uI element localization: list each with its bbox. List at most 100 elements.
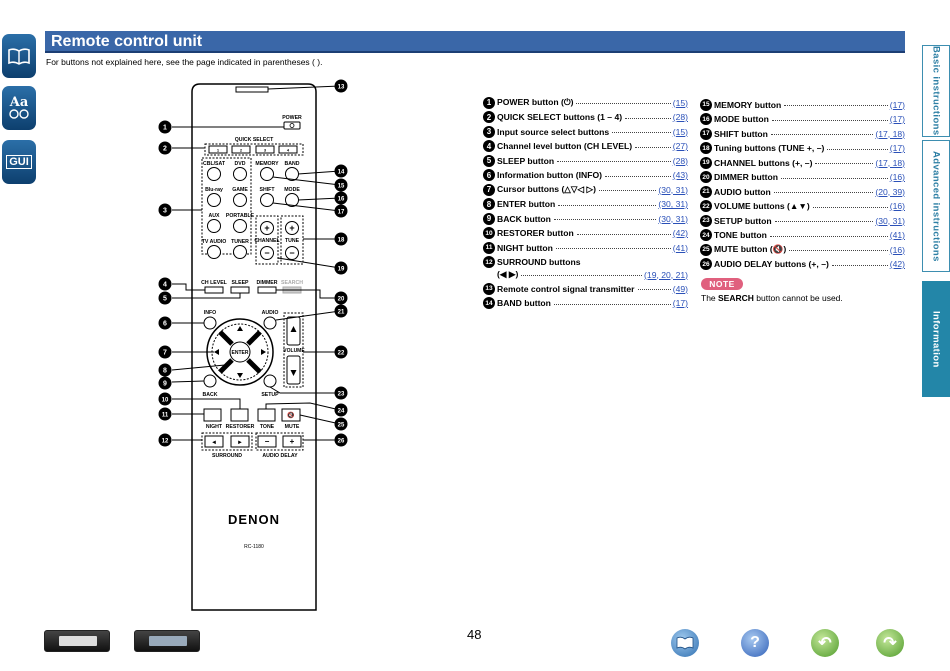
page-ref-link[interactable]: (27) (672, 141, 688, 151)
svg-text:MODE: MODE (284, 187, 300, 193)
quick-select-buttons: 1 2 3 4 (208, 145, 298, 154)
page-ref-link[interactable]: (17) (672, 298, 688, 308)
gui-icon[interactable]: GUI (2, 140, 36, 184)
page-ref-link[interactable]: (42) (889, 259, 905, 269)
svg-text:CH LEVEL: CH LEVEL (201, 280, 227, 286)
remote-control-diagram: .rl{font-size:5.2px;font-weight:bold;tex… (158, 79, 348, 611)
svg-text:TONE: TONE (260, 424, 275, 430)
remote-brand: DENON (228, 512, 280, 527)
page-ref-link[interactable]: (17) (889, 114, 905, 124)
svg-text:2: 2 (163, 146, 167, 153)
page-ref-link[interactable]: (30, 31) (658, 184, 688, 195)
back-button (203, 374, 217, 388)
page-ref-link[interactable]: (42) (672, 228, 688, 238)
page-ref-link[interactable]: (15) (672, 97, 688, 108)
svg-text:SURROUND: SURROUND (212, 453, 242, 459)
svg-text:◄: ◄ (211, 440, 217, 446)
svg-text:13: 13 (338, 85, 345, 91)
page-ref-link[interactable]: (49) (672, 283, 688, 294)
page-ref-link[interactable]: (16) (889, 172, 905, 182)
svg-text:AUX: AUX (209, 213, 220, 219)
page-ref-link[interactable]: (28) (672, 112, 688, 122)
svg-text:SEARCH: SEARCH (281, 280, 303, 286)
svg-text:PORTABLE: PORTABLE (226, 213, 255, 219)
page-ref-link[interactable]: (15) (672, 126, 688, 137)
forward-arrow-icon[interactable]: ↷ (876, 629, 904, 657)
page-ref-link[interactable]: (17) (889, 143, 905, 153)
book-icon[interactable] (2, 34, 36, 78)
svg-text:TUNE: TUNE (285, 238, 300, 244)
svg-text:Blu-ray: Blu-ray (205, 187, 223, 193)
page-ref-link[interactable]: (20, 39) (875, 186, 905, 197)
glossary-icon[interactable]: Aa (2, 86, 36, 130)
help-icon[interactable]: ? (741, 629, 769, 657)
power-button (283, 121, 301, 130)
list-item-continuation: (◀ ▶)(19, 20, 21) (497, 269, 688, 280)
tab-basic-instructions[interactable]: Basic instructions (922, 45, 950, 137)
svg-text:9: 9 (163, 381, 167, 388)
page-ref-link[interactable]: (28) (672, 155, 688, 166)
svg-text:5: 5 (163, 296, 167, 303)
info-button (203, 316, 217, 330)
svg-text:►: ► (237, 440, 243, 446)
svg-text:TUNER: TUNER (231, 239, 249, 245)
svg-text:BAND: BAND (285, 161, 300, 167)
svg-text:6: 6 (163, 321, 167, 328)
svg-text:GAME: GAME (232, 187, 248, 193)
svg-text:CHANNEL: CHANNEL (254, 238, 280, 244)
svg-text:AUDIO DELAY: AUDIO DELAY (262, 453, 298, 459)
svg-text:AUDIO: AUDIO (262, 310, 279, 316)
receiver-back-icon[interactable] (134, 630, 200, 652)
back-arrow-icon[interactable]: ↶ (811, 629, 839, 657)
page-ref-link[interactable]: (16) (889, 201, 905, 211)
setup-button (263, 374, 277, 388)
page-ref-link[interactable]: (17, 18) (875, 157, 905, 168)
receiver-front-icon[interactable] (44, 630, 110, 652)
manual-book-icon[interactable] (671, 629, 699, 657)
svg-text:23: 23 (338, 392, 345, 398)
svg-text:19: 19 (338, 267, 345, 273)
tab-information[interactable]: Information (922, 281, 950, 397)
memory-button (260, 167, 274, 181)
tab-advanced-instructions[interactable]: Advanced instructions (922, 140, 950, 272)
page-ref-link[interactable]: (16) (889, 244, 905, 255)
svg-text:BACK: BACK (203, 392, 218, 398)
page-ref-link[interactable]: (43) (672, 170, 688, 180)
svg-text:10: 10 (162, 398, 169, 404)
svg-text:RESTORER: RESTORER (226, 424, 255, 430)
shift-button (260, 193, 274, 207)
svg-text:SLEEP: SLEEP (231, 280, 249, 286)
page-ref-link[interactable]: (30, 31) (875, 215, 905, 226)
svg-text:VOLUME: VOLUME (283, 348, 305, 354)
page-ref-link[interactable]: (30, 31) (658, 199, 688, 209)
page-ref-link[interactable]: (17) (889, 99, 905, 110)
remote-model: RC-1180 (244, 544, 264, 550)
svg-text:11: 11 (162, 413, 169, 419)
note-text: The SEARCH button cannot be used. (701, 293, 843, 303)
svg-text:1: 1 (163, 125, 167, 132)
page-ref-link[interactable]: (19, 20, 21) (644, 269, 688, 280)
svg-text:20: 20 (338, 297, 345, 303)
page-ref-link[interactable]: (30, 31) (658, 213, 688, 224)
page-ref-link[interactable]: (41) (672, 242, 688, 253)
svg-text:1: 1 (217, 148, 220, 153)
page-ref-link[interactable]: (41) (889, 230, 905, 240)
page-ref-link[interactable]: (17, 18) (875, 128, 905, 139)
svg-text:2: 2 (240, 148, 243, 153)
